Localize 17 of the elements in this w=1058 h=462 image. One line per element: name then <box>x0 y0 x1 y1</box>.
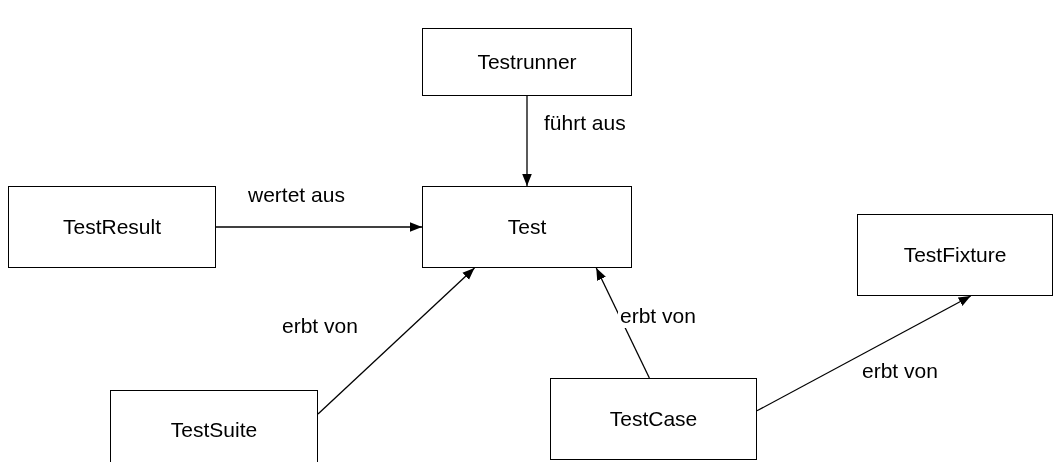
class-name: TestFixture <box>903 243 1007 267</box>
class-box <box>857 214 1053 296</box>
class-name: TestResult <box>62 215 161 239</box>
class-box <box>8 186 216 268</box>
class-name: Test <box>507 215 547 239</box>
arrow <box>595 267 650 379</box>
class-box <box>550 378 757 460</box>
arrow <box>756 295 972 412</box>
class-box <box>422 186 632 268</box>
arrow <box>522 95 532 187</box>
class-box <box>110 390 318 462</box>
class-name: TestSuite <box>170 418 258 442</box>
class-box <box>422 28 632 96</box>
arrow <box>317 267 476 415</box>
class-name: Testrunner <box>477 50 577 74</box>
class-name: TestCase <box>609 407 698 431</box>
arrow <box>215 222 423 232</box>
